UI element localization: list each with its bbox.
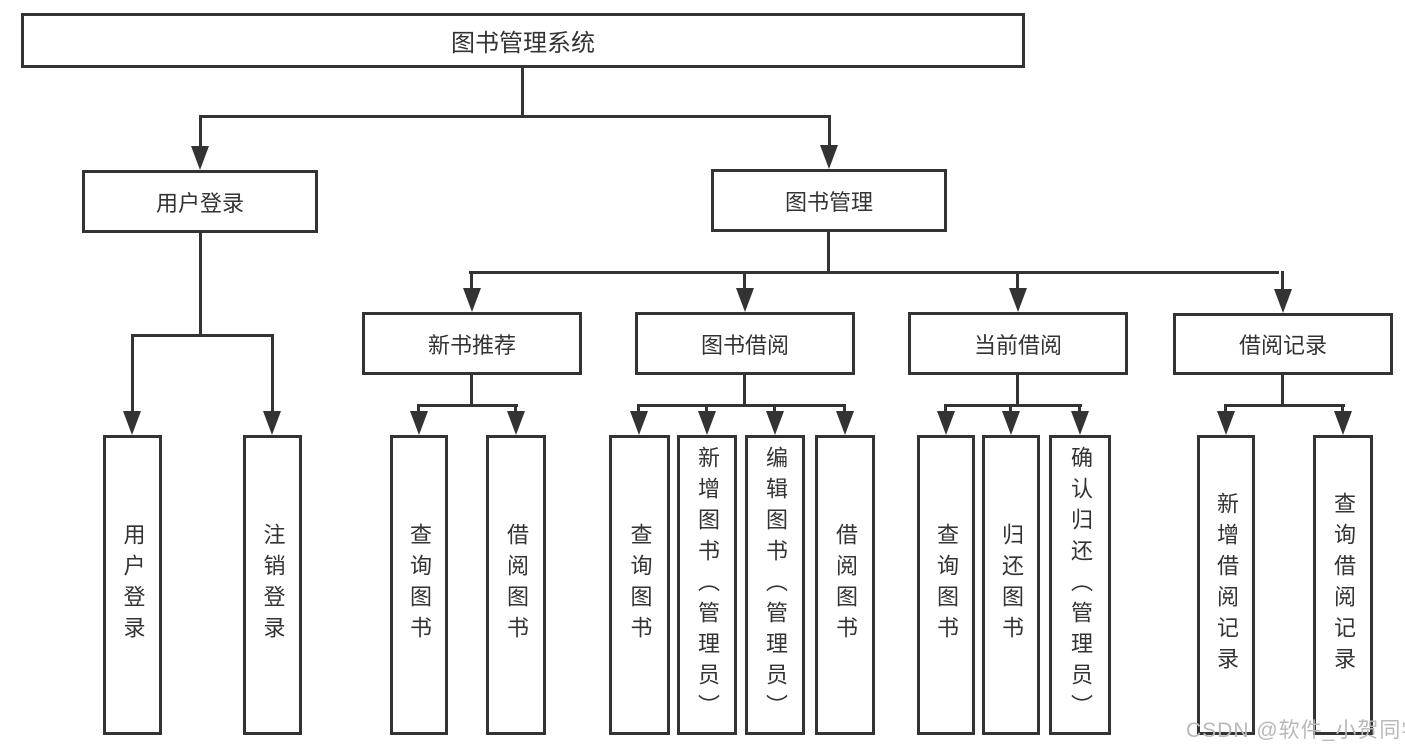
connector-line xyxy=(637,404,640,414)
connector-line xyxy=(199,233,202,337)
connector-line xyxy=(469,271,1279,274)
arrowhead-down-icon xyxy=(1334,411,1352,435)
connector-line xyxy=(199,115,831,118)
leaf-newrec-query-books: 查询图书 xyxy=(390,435,448,735)
arrowhead-down-icon xyxy=(1217,411,1235,435)
leaf-borrow-add-books-admin: 新增图书（管理员） xyxy=(677,435,737,735)
connector-line xyxy=(1224,404,1345,407)
connector-line xyxy=(1016,375,1019,407)
leaf-records-query-record: 查询借阅记录 xyxy=(1313,435,1373,735)
leaf-label: 查询图书 xyxy=(627,523,653,647)
leaf-records-add-record: 新增借阅记录 xyxy=(1197,435,1255,735)
leaf-logout: 注销登录 xyxy=(243,435,302,735)
node-current-borrowing: 当前借阅 xyxy=(908,312,1128,375)
connector-line xyxy=(1078,404,1081,414)
arrowhead-down-icon xyxy=(507,411,525,435)
leaf-label: 借阅图书 xyxy=(504,523,529,647)
leaf-current-confirm-return-admin: 确认归还（管理员） xyxy=(1049,435,1111,735)
arrowhead-down-icon xyxy=(836,411,854,435)
connector-line xyxy=(843,404,846,414)
watermark: CSDN @软件_小贺同学 xyxy=(1186,719,1405,742)
connector-line xyxy=(521,68,524,118)
connector-line xyxy=(743,375,746,407)
leaf-borrow-query-books: 查询图书 xyxy=(609,435,670,735)
leaf-current-query-books: 查询图书 xyxy=(917,435,975,735)
connector-line xyxy=(417,404,518,407)
leaf-label: 注销登录 xyxy=(260,523,286,647)
connector-line xyxy=(199,115,202,148)
connector-line xyxy=(470,375,473,407)
leaf-label: 查询图书 xyxy=(934,523,959,647)
leaf-current-return-books: 归还图书 xyxy=(982,435,1040,735)
connector-line xyxy=(271,334,274,412)
arrowhead-down-icon xyxy=(820,145,838,169)
node-user-login: 用户登录 xyxy=(82,170,318,233)
leaf-label: 新增借阅记录 xyxy=(1214,492,1239,678)
node-book-management: 图书管理 xyxy=(711,169,947,232)
connector-line xyxy=(743,271,746,289)
arrowhead-down-icon xyxy=(1071,411,1089,435)
leaf-label: 查询借阅记录 xyxy=(1331,492,1356,678)
connector-line xyxy=(1281,375,1284,407)
arrowhead-down-icon xyxy=(463,288,481,312)
arrowhead-down-icon xyxy=(698,411,716,435)
leaf-borrow-edit-books-admin: 编辑图书（管理员） xyxy=(745,435,805,735)
arrowhead-down-icon xyxy=(766,411,784,435)
arrowhead-down-icon xyxy=(1002,411,1020,435)
leaf-newrec-borrow-books: 借阅图书 xyxy=(486,435,546,735)
node-root: 图书管理系统 xyxy=(21,13,1025,68)
leaf-borrow-borrow-books: 借阅图书 xyxy=(815,435,875,735)
connector-line xyxy=(131,334,134,412)
leaf-label: 归还图书 xyxy=(999,523,1024,647)
arrowhead-down-icon xyxy=(123,411,141,435)
node-book-borrowing: 图书借阅 xyxy=(635,312,855,375)
leaf-label: 新增图书（管理员） xyxy=(695,445,720,725)
connector-line xyxy=(1341,404,1344,414)
leaf-label: 借阅图书 xyxy=(833,523,858,647)
leaf-label: 编辑图书（管理员） xyxy=(763,445,788,725)
arrowhead-down-icon xyxy=(937,411,955,435)
connector-line xyxy=(1016,271,1019,289)
leaf-label: 确认归还（管理员） xyxy=(1068,445,1093,725)
arrowhead-down-icon xyxy=(263,411,281,435)
connector-line xyxy=(1281,271,1284,290)
arrowhead-down-icon xyxy=(630,411,648,435)
connector-line xyxy=(470,271,473,289)
node-borrowing-records: 借阅记录 xyxy=(1173,313,1393,375)
connector-line xyxy=(828,115,831,148)
arrowhead-down-icon xyxy=(1274,289,1292,313)
connector-line xyxy=(944,404,947,414)
connector-line xyxy=(827,232,830,274)
connector-line xyxy=(773,404,776,414)
connector-line xyxy=(944,404,1082,407)
connector-line xyxy=(132,334,274,337)
arrowhead-down-icon xyxy=(1009,288,1027,312)
arrowhead-down-icon xyxy=(191,146,209,170)
leaf-user-login: 用户登录 xyxy=(103,435,162,735)
leaf-label: 用户登录 xyxy=(120,523,146,647)
node-new-book-recommend: 新书推荐 xyxy=(362,312,582,375)
connector-line xyxy=(705,404,708,414)
arrowhead-down-icon xyxy=(410,411,428,435)
connector-line xyxy=(637,404,846,407)
connector-line xyxy=(1224,404,1227,414)
leaf-label: 查询图书 xyxy=(407,523,432,647)
connector-line xyxy=(514,404,517,414)
connector-line xyxy=(1009,404,1012,414)
arrowhead-down-icon xyxy=(736,288,754,312)
connector-line xyxy=(417,404,420,414)
